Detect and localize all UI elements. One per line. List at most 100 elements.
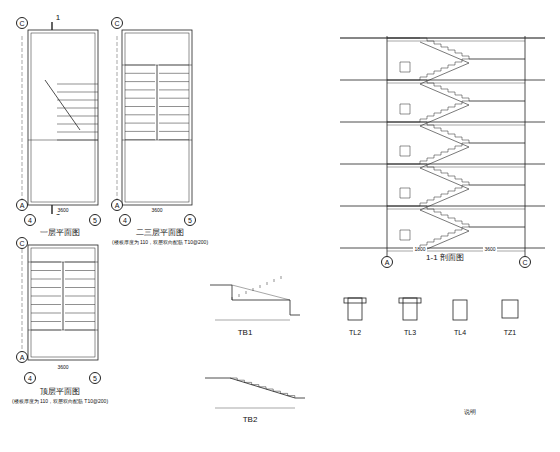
stroke [441,152,442,155]
stroke [400,104,401,114]
stroke [462,59,469,60]
axis-bubble: 5 [89,214,101,226]
stroke [434,155,441,156]
stroke [427,38,428,41]
note: (楼板厚度为 110，双层双向配筋 T10@200) [11,399,109,405]
stroke [448,191,455,192]
stroke [246,291,247,294]
axis-bubble: 4 [24,214,36,226]
stroke [427,158,434,159]
stroke [159,73,189,74]
stroke [420,42,469,63]
stroke [434,197,441,198]
stroke [448,131,449,134]
stroke [455,104,456,107]
stroke [400,62,401,72]
stroke [462,179,463,182]
stroke [455,188,462,189]
dimension: 1800 [413,247,426,253]
stroke [427,83,434,84]
stroke [400,104,410,105]
stroke [448,149,455,150]
stroke [340,206,545,207]
stroke [387,122,420,123]
stroke [159,123,189,124]
stroke [469,140,470,143]
stroke [434,113,441,114]
member-name: TZ1 [503,329,517,337]
stroke [448,233,455,234]
stroke [434,239,441,240]
stroke [448,233,449,236]
stroke [244,382,251,383]
stroke [400,188,410,189]
stroke [448,149,449,152]
stroke [427,74,428,77]
stroke [441,194,448,195]
axis-letter: C [19,20,24,27]
stroke [237,378,238,380]
stroke [434,113,435,116]
stroke [420,164,427,165]
stroke [420,63,469,84]
stroke [125,73,155,74]
stroke [420,231,469,252]
stroke [267,282,268,285]
axis-letter: C [522,259,527,266]
stroke [159,89,189,90]
stroke [455,221,462,222]
axis-bubble: 4 [119,214,131,226]
stroke [31,270,61,271]
stroke [410,62,411,72]
stroke [462,143,469,144]
stroke [462,182,469,183]
stroke [420,126,469,147]
stroke [288,395,295,396]
stroke [462,221,463,224]
stroke [420,77,421,80]
stroke [280,393,287,394]
stroke [462,224,469,225]
stroke [462,101,463,104]
stroke [400,230,401,240]
section-mark: 1 [55,14,61,23]
stroke [31,304,61,305]
stroke [462,59,463,62]
note: (楼板厚度为 110，双层双向配筋 T10@200) [111,240,209,246]
stroke [420,147,469,168]
axis-letter: C [19,240,24,247]
stroke [434,71,435,74]
stroke [340,80,545,81]
stroke [258,385,259,387]
stroke [410,230,411,240]
stroke [400,230,410,231]
stroke [387,125,525,126]
stroke [159,139,189,140]
stroke [125,114,155,115]
stroke [455,92,456,95]
stroke [434,71,441,72]
stroke [448,173,449,176]
member-name: TB2 [242,416,259,425]
stroke [434,170,441,171]
axis-bubble: C [111,17,123,29]
stroke [420,105,469,126]
stroke [232,285,290,300]
stroke [434,128,441,129]
stroke [455,146,462,147]
axis-bubble: A [381,256,393,268]
stroke [400,146,401,156]
stroke [420,168,469,189]
stroke [448,47,449,50]
stroke [420,210,469,231]
stroke [65,296,95,297]
stroke [462,140,469,141]
stroke [441,170,442,173]
stroke [340,248,545,249]
stroke [125,106,155,107]
stroke [400,240,410,241]
stroke [274,279,275,282]
stroke [469,224,470,227]
stroke [239,294,240,297]
stroke [31,321,61,322]
